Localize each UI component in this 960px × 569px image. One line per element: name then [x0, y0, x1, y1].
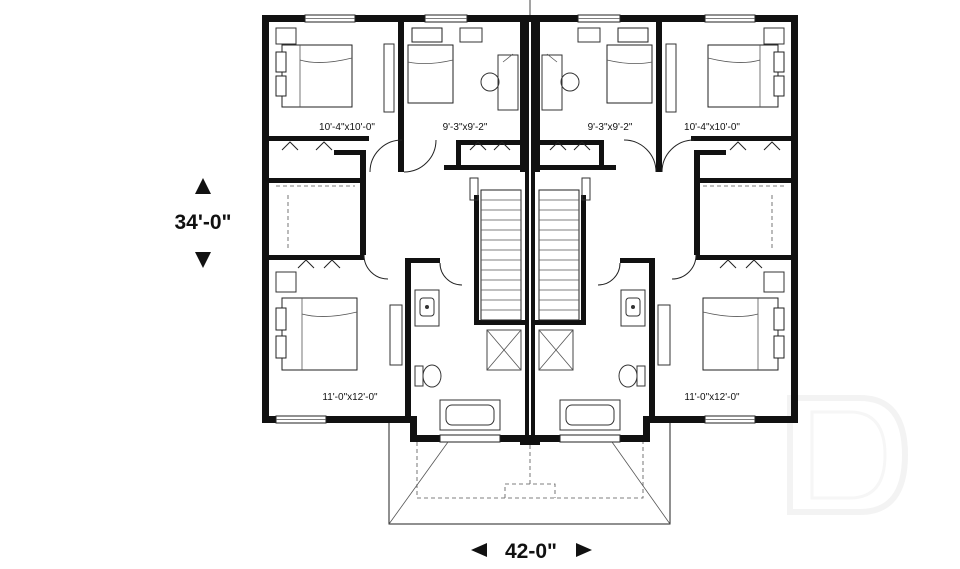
bathroom-right	[559, 289, 646, 431]
bed-mid-left	[407, 27, 454, 104]
right-unit-walls	[535, 22, 791, 418]
stairs-left	[469, 177, 522, 371]
stairs-right	[538, 177, 591, 371]
arrow-right-icon	[576, 543, 592, 557]
depth-dimension: 34'-0"	[175, 178, 232, 268]
depth-dimension-label: 34'-0"	[175, 211, 232, 234]
porch-roof-outline	[388, 423, 671, 525]
furniture-misc	[275, 27, 785, 366]
room-label-upper-right-bedroom: 10'-4"x10'-0"	[684, 122, 740, 133]
bed-lower-right	[702, 297, 785, 371]
watermark-logo	[787, 395, 909, 515]
closet-shelves	[276, 185, 785, 250]
arrow-left-icon	[471, 543, 487, 557]
room-label-upper-left-bedroom2: 9'-3"x9'-2"	[443, 122, 488, 133]
bathroom-left	[414, 289, 501, 431]
left-unit-walls	[269, 22, 525, 418]
bed-upper-right	[707, 44, 785, 108]
doors	[281, 139, 781, 286]
bed-lower-left	[275, 297, 358, 371]
room-label-upper-left-bedroom: 10'-4"x10'-0"	[319, 122, 375, 133]
width-dimension: 42-0"	[471, 540, 592, 563]
room-label-upper-right-bedroom2: 9'-3"x9'-2"	[588, 122, 633, 133]
arrow-down-icon	[195, 252, 211, 268]
room-label-lower-right-bedroom: 11'-0"x12'-0"	[684, 392, 740, 403]
arrow-up-icon	[195, 178, 211, 194]
windows	[275, 14, 756, 443]
room-label-lower-left-bedroom: 11'-0"x12'-0"	[322, 392, 378, 403]
width-dimension-label: 42-0"	[505, 540, 557, 563]
bed-mid-right	[606, 27, 653, 104]
bed-upper-left	[275, 44, 353, 108]
party-wall	[520, 0, 540, 445]
